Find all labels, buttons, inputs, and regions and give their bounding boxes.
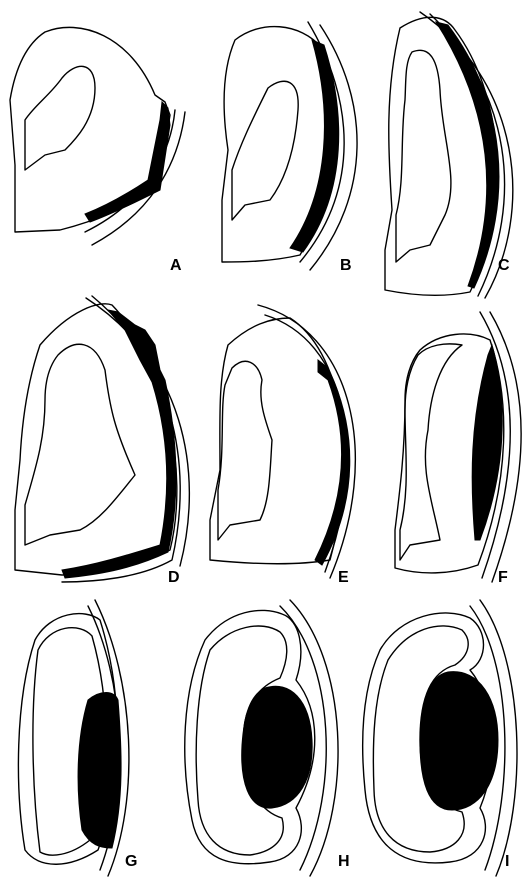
panel-e-ventricle-outline: [218, 361, 272, 540]
panel-a: A: [10, 27, 185, 274]
panel-c-skull-outer: [420, 12, 513, 298]
panel-e: E: [210, 305, 355, 586]
panel-d-label: D: [168, 569, 180, 586]
panel-f-ventricle-outline: [400, 344, 462, 560]
panel-f-label: F: [498, 569, 508, 586]
panel-g-lesion: [78, 693, 121, 849]
panel-d-lesion: [62, 310, 176, 578]
panel-f-lesion: [472, 345, 502, 540]
panel-f: F: [395, 312, 521, 586]
panel-a-label: A: [170, 257, 182, 274]
panel-g: G: [18, 600, 137, 876]
panel-i-label: I: [505, 853, 509, 870]
panel-b: B: [222, 22, 357, 274]
panel-d-ventricle-outline: [25, 344, 135, 545]
panel-h-label: H: [338, 853, 350, 870]
panel-i-lesion: [420, 672, 498, 810]
panel-i: I: [363, 600, 517, 876]
panel-d: D: [15, 296, 189, 586]
panel-c-ventricle-outline: [396, 50, 451, 262]
panel-e-brain-outline: [210, 318, 344, 564]
panel-b-label: B: [340, 257, 352, 274]
panel-g-label: G: [125, 853, 137, 870]
panel-h-lesion: [242, 686, 312, 808]
panel-b-ventricle-outline: [232, 81, 298, 220]
panel-e-label: E: [338, 569, 349, 586]
panel-c-lesion: [436, 22, 499, 288]
panel-c-label: C: [498, 257, 510, 274]
panel-a-brain-outline: [10, 27, 170, 232]
panel-h: H: [185, 600, 350, 876]
panel-c: C: [385, 12, 513, 298]
panel-a-ventricle-outline: [25, 66, 95, 170]
